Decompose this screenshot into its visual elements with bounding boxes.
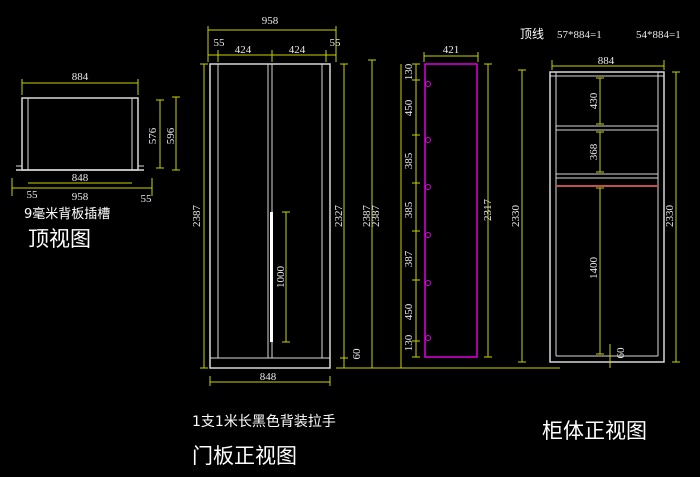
cabinet-height-dim-left: 2330 bbox=[510, 205, 522, 228]
cabinet-base-dim: 60 bbox=[615, 347, 627, 359]
cabinet-top-section-dim: 430 bbox=[588, 92, 600, 109]
cabinet-view-title: 柜体正视图 bbox=[542, 419, 647, 443]
door-left-width-dim: 424 bbox=[235, 44, 252, 56]
cabinet-width-dim: 884 bbox=[598, 55, 615, 67]
top-inner-dim: 848 bbox=[72, 172, 89, 184]
door-total-height-dim: 2387 bbox=[361, 205, 373, 228]
top-width-dim: 884 bbox=[72, 71, 89, 83]
strip-seg-6: 450 bbox=[403, 303, 415, 320]
door-handle-dim: 1000 bbox=[275, 266, 287, 289]
strip-total-dim: 2387 bbox=[370, 205, 382, 228]
door-height-dim: 2387 bbox=[191, 205, 203, 228]
strip-seg-7: 130 bbox=[403, 334, 415, 351]
door-bottom-width-dim: 848 bbox=[260, 371, 277, 383]
door-left-edge-dim: 55 bbox=[214, 37, 226, 49]
top-view-note: 9毫米背板插槽 bbox=[24, 206, 110, 222]
strip-seg-3: 385 bbox=[403, 152, 415, 169]
strip-seg-2: 450 bbox=[403, 99, 415, 116]
top-view: 884 576 596 848 55 958 55 9毫米背板插槽 顶视图 bbox=[11, 71, 180, 251]
door-base-dim: 60 bbox=[351, 348, 363, 360]
top-view-outline bbox=[21, 97, 139, 171]
door-right-edge-dim: 55 bbox=[330, 37, 342, 49]
cabinet-outline bbox=[549, 71, 665, 363]
door-overall-dim: 958 bbox=[262, 15, 279, 27]
cabinet-hanging-dim: 1400 bbox=[588, 257, 600, 280]
strip-inner-dim: 2317 bbox=[482, 199, 494, 222]
top-line-a: 57*884=1 bbox=[557, 29, 602, 41]
strip-seg-4: 385 bbox=[403, 201, 415, 218]
cabinet-view: 顶线 57*884=1 54*884=1 884 430 368 1400 60 bbox=[510, 27, 681, 443]
strip-seg-5: 387 bbox=[403, 250, 415, 267]
top-depth-dim: 596 bbox=[165, 127, 177, 144]
top-right-margin-dim: 55 bbox=[141, 193, 153, 205]
top-line-b: 54*884=1 bbox=[636, 29, 681, 41]
door-view-title: 门板正视图 bbox=[192, 444, 297, 468]
cabinet-second-section-dim: 368 bbox=[588, 143, 600, 160]
cabinet-height-dim-right: 2330 bbox=[664, 205, 676, 228]
door-inner-height-dim: 2327 bbox=[333, 205, 345, 228]
top-line-label: 顶线 bbox=[520, 27, 544, 41]
strip-seg-1: 130 bbox=[403, 63, 415, 80]
door-view: 958 55 424 424 55 2387 1000 2327 bbox=[191, 15, 560, 468]
top-overall-dim: 958 bbox=[72, 191, 89, 203]
side-strip: 421 130 450 385 385 387 450 130 bbox=[370, 44, 494, 368]
door-view-note: 1支1米长黑色背装拉手 bbox=[192, 413, 336, 430]
top-left-margin-dim: 55 bbox=[27, 189, 39, 201]
door-right-width-dim: 424 bbox=[289, 44, 306, 56]
strip-outline bbox=[424, 63, 478, 358]
top-view-title: 顶视图 bbox=[28, 227, 91, 251]
door-frame bbox=[209, 63, 331, 369]
door-handle bbox=[270, 212, 273, 342]
strip-width-dim: 421 bbox=[443, 44, 460, 56]
top-depth-inner-dim: 576 bbox=[147, 127, 159, 144]
